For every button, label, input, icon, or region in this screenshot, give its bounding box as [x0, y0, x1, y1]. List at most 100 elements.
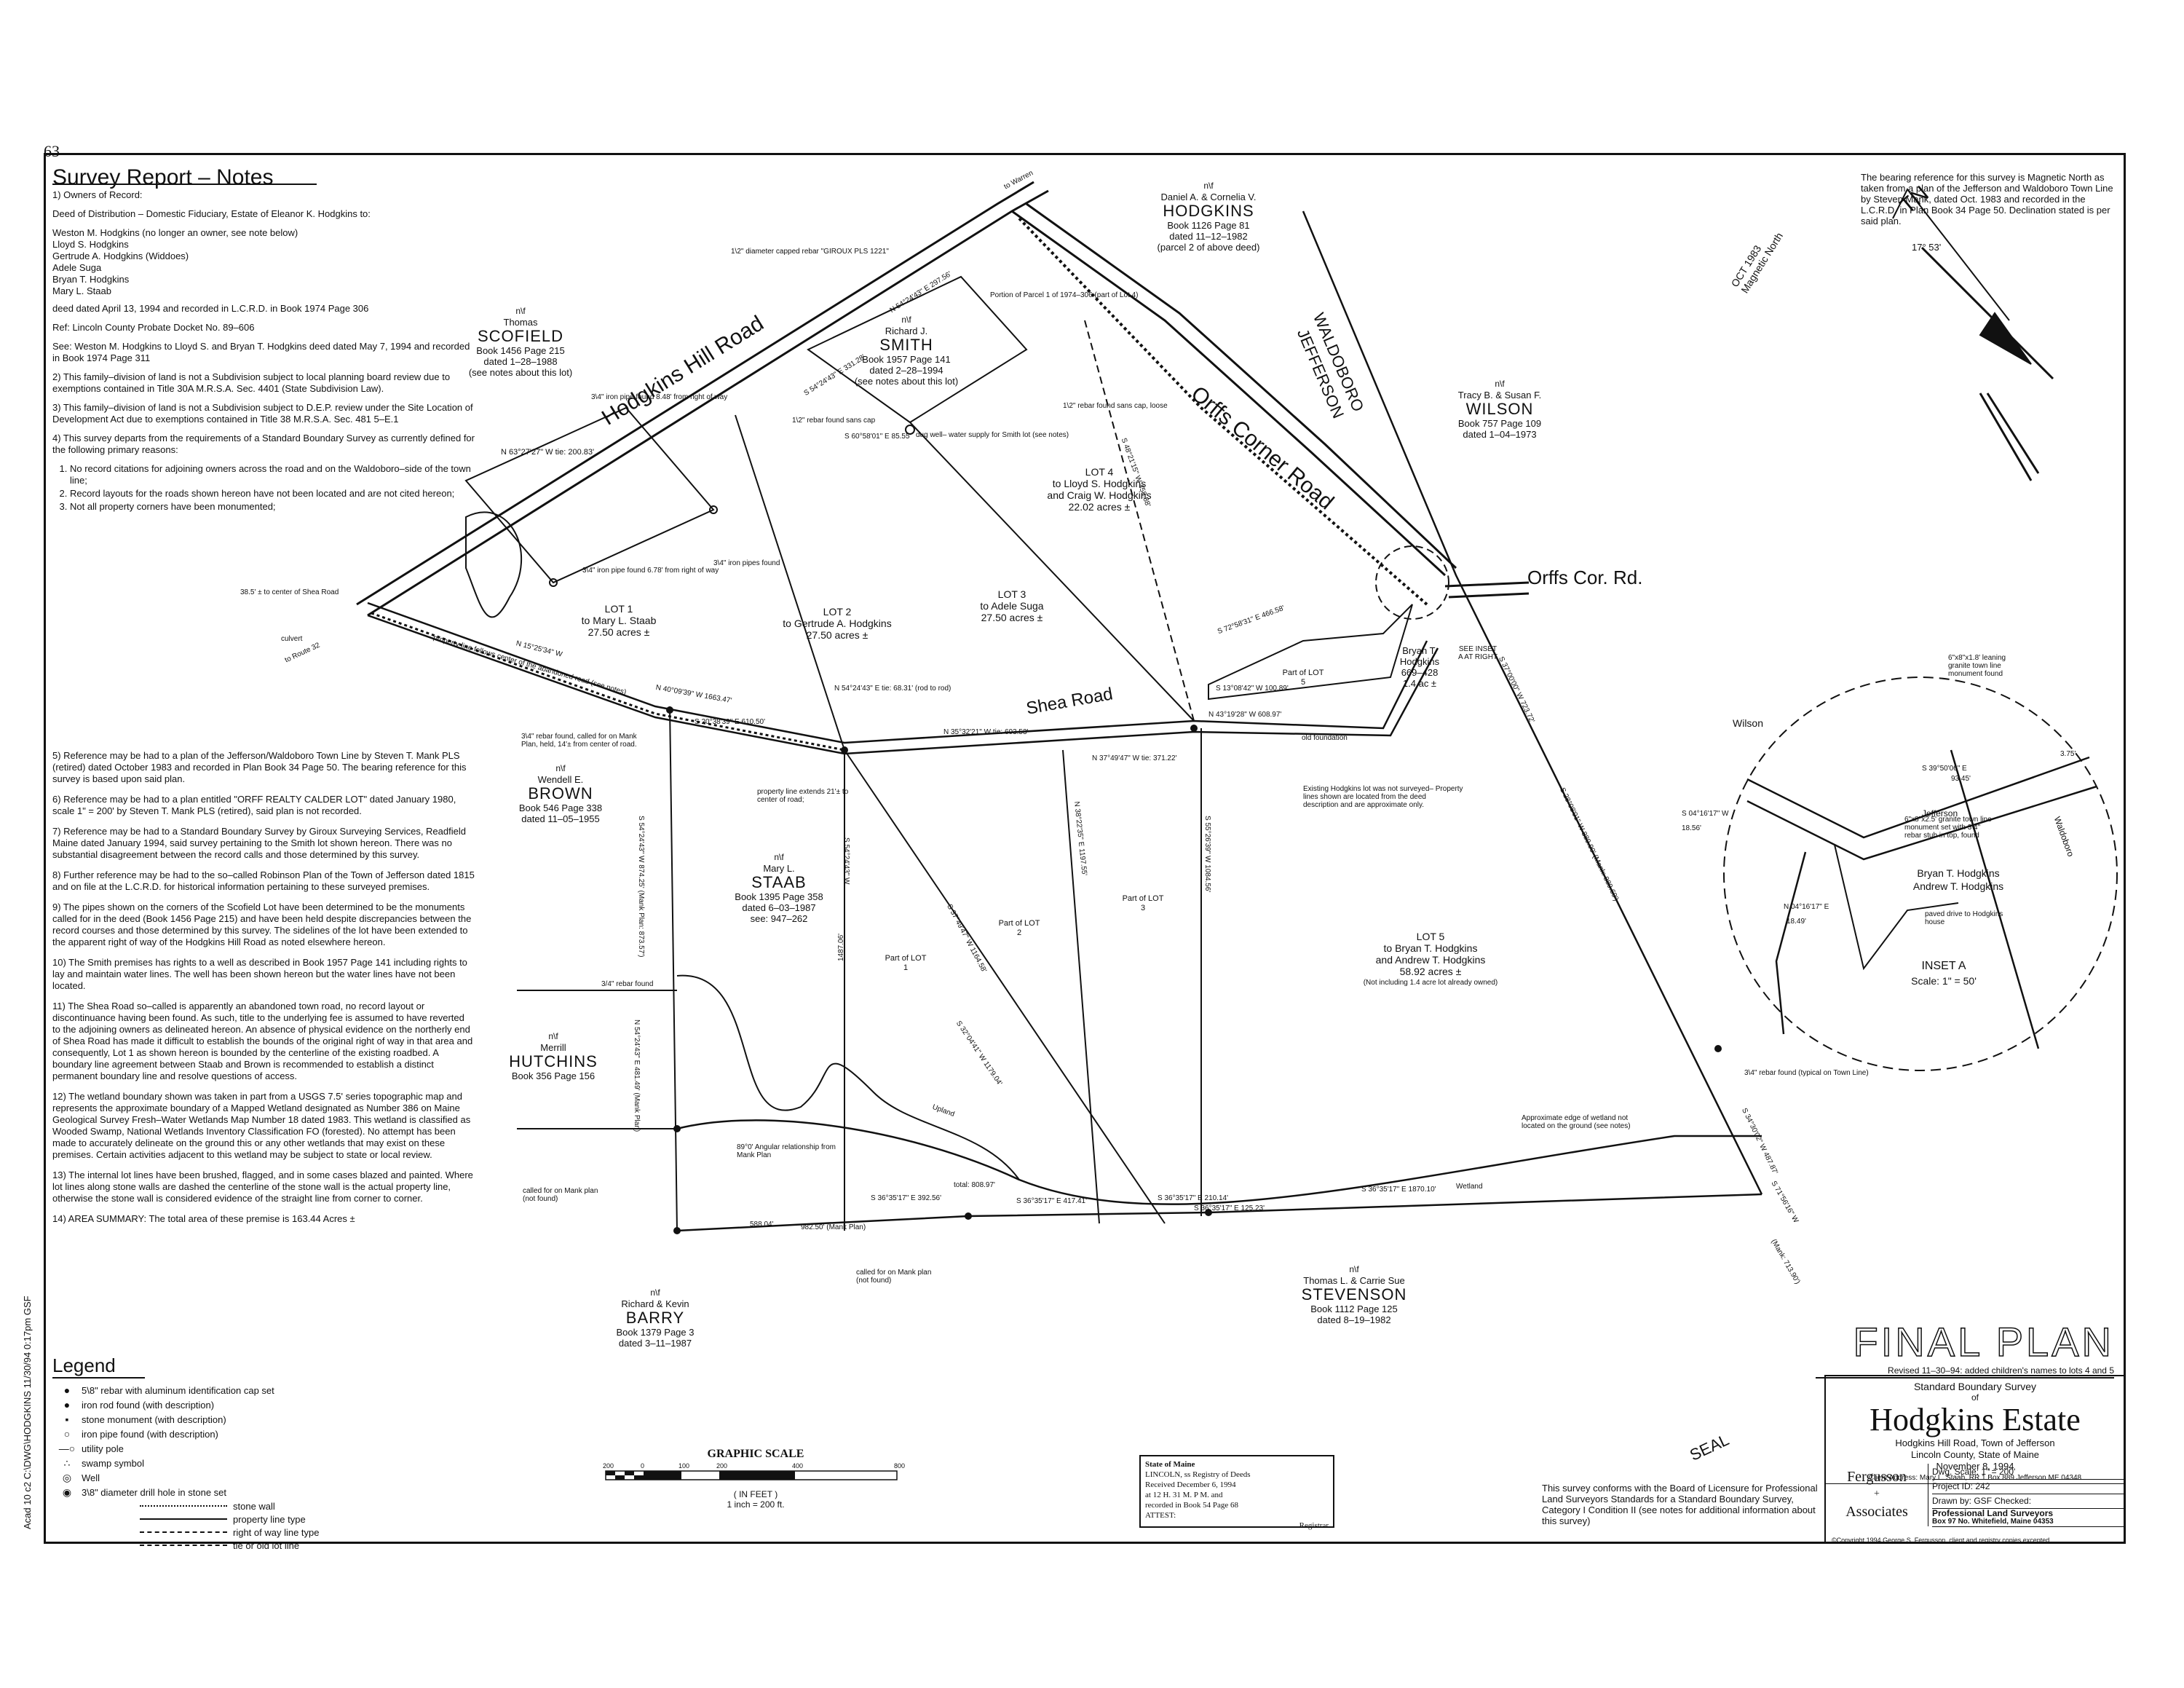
annotation: 89°0' Angular relationship from Mank Pla…: [737, 1143, 836, 1159]
compliance-statement: This survey conforms with the Board of L…: [1542, 1483, 1818, 1526]
owners-list: Weston M. Hodgkins (no longer an owner, …: [52, 227, 475, 297]
lot-line: 27.50 acres ±: [981, 612, 1043, 623]
lot-line-2-3: [909, 422, 1195, 722]
owner-pre: Thomas L. & Carrie Sue: [1303, 1275, 1405, 1286]
location-line-1: Hodgkins Hill Road, Town of Jefferson: [1895, 1437, 2055, 1448]
note-12: 12) The wetland boundary shown was taken…: [52, 1091, 471, 1160]
annotation: 1\2" rebar found sans cap: [792, 417, 876, 425]
bearing-label: S 36°35'17" E 125.23': [1194, 1204, 1265, 1212]
owner-line: Book 546 Page 338: [518, 802, 603, 813]
lot-line: 669–428: [1401, 667, 1439, 678]
stone-monument-icon: ▪: [65, 1413, 69, 1425]
bearing-label: N 37°49'47" W tie: 371.22': [1092, 754, 1177, 762]
rebar-marker-6: [1205, 1209, 1212, 1216]
final-plan-label: FINAL PLAN: [1853, 1318, 2114, 1365]
revised-note: Revised 11–30–94: added children's names…: [1816, 1365, 2114, 1379]
owner-name: SMITH: [879, 336, 933, 354]
road-label-orffs-cor: Orffs Cor. Rd.: [1527, 567, 1643, 588]
owner-line: (see notes about this lot): [854, 376, 959, 387]
registry-county: LINCOLN, ss Registry of Deeds: [1145, 1470, 1251, 1479]
scale-unit: ( IN FEET ): [733, 1489, 778, 1499]
owner-barry: n\f Richard & Kevin BARRY Book 1379 Page…: [590, 1287, 721, 1349]
bearing-label: 982.50' (Mank Plan): [801, 1223, 866, 1231]
owner-item: Weston M. Hodgkins (no longer an owner, …: [52, 227, 298, 238]
inset-road: [1746, 756, 2097, 861]
lot-line: 27.50 acres ±: [806, 629, 869, 641]
owner-scofield: n\f Thomas SCOFIELD Book 1456 Page 215 d…: [451, 306, 590, 378]
inset-note: N 04°16'17" E: [1784, 903, 1829, 911]
owner-pre: Tracy B. & Susan F.: [1457, 390, 1542, 401]
bearing-label: 1487.06': [837, 933, 845, 961]
inset-ref-circle: [1375, 545, 1449, 620]
client-address: Client Address: Mary L. Staab, RR 1 Box …: [1826, 1474, 2124, 1484]
annotation: Portion of Parcel 1 of 1974–306 (part of…: [990, 291, 1139, 299]
note-11: 11) The Shea Road so–called is apparentl…: [52, 1001, 473, 1081]
legend-line-label: tie or old lot line: [233, 1539, 300, 1551]
lot-line: and Craig W. Hodgkins: [1047, 489, 1152, 501]
owner-name: STEVENSON: [1301, 1285, 1407, 1304]
legend-label: stone monument (with description): [82, 1413, 226, 1425]
legend-label: iron rod found (with description): [82, 1399, 215, 1411]
stone-wall-shea: [371, 612, 845, 752]
nf-label: n\f: [1495, 379, 1505, 389]
owner-smith: n\f Richard J. SMITH Book 1957 Page 141 …: [844, 315, 968, 387]
note-4-item: Not all property corners have been monum…: [70, 501, 475, 513]
rebar-marker-3: [1190, 725, 1198, 732]
wetland-boundary: [676, 1119, 1762, 1205]
inset-owners-label: Bryan T. Hodgkins Andrew T. Hodgkins: [1912, 867, 2004, 892]
owner-line: (see notes about this lot): [468, 367, 573, 378]
bearing-label: S 60°58'01" E 85.55': [844, 433, 911, 441]
scofield-lot: [464, 406, 715, 584]
graphic-scale-bar: 200 0 100 200 400 800: [603, 1462, 905, 1480]
owner-brown: n\f Wendell E. BROWN Book 546 Page 338 d…: [495, 763, 626, 824]
survey-notes: Survey Report – Notes 1) Owners of Recor…: [52, 167, 475, 520]
owner-line: Book 1456 Page 215: [476, 345, 565, 356]
pipe-marker-2: [549, 578, 558, 587]
lot-line-3-4: [1084, 320, 1195, 722]
scale-seg: [625, 1471, 634, 1475]
legend-label: 3\8" diameter drill hole in stone set: [82, 1486, 226, 1498]
iron-pipe-icon: ○: [63, 1428, 71, 1440]
scale-tick: 400: [792, 1462, 803, 1470]
bearing-label: S 55°26'39" W 1084.56': [1203, 816, 1211, 893]
property-line-icon: [140, 1518, 227, 1520]
annotation: 1\2" diameter capped rebar "GIROUX PLS 1…: [731, 248, 889, 256]
lot-line: 1.4 ac ±: [1402, 678, 1437, 689]
firm-tagline: Professional Land Surveyors: [1932, 1508, 2054, 1518]
scale-seg: [634, 1475, 644, 1480]
project-id: Project ID: 242: [1932, 1480, 2124, 1494]
owner-pre: Merrill: [540, 1042, 566, 1053]
registry-time: at 12 H. 31 M. P M. and: [1145, 1491, 1223, 1499]
part-lot-1: Part of LOT 1: [885, 954, 927, 972]
lot-line-part2: [1062, 749, 1100, 1224]
shea-road-line: [367, 602, 1428, 744]
plus-icon: +: [1874, 1488, 1880, 1499]
wetland-boundary-lot1: [676, 974, 1020, 1180]
note-10: 10) The Smith premises has rights to a w…: [52, 957, 467, 991]
owner-pre: Richard J.: [885, 326, 928, 336]
owner-item: Adele Suga: [52, 262, 102, 273]
annotation: dug well– water supply for Smith lot (se…: [916, 431, 1069, 439]
bearing-label: N 54°24'43" E 481.49' (Mank Plan): [633, 1019, 641, 1132]
survey-type: Standard Boundary Survey: [1913, 1381, 2037, 1392]
owner-line: (parcel 2 of above deed): [1157, 242, 1260, 253]
owner-line: Book 757 Page 109: [1457, 418, 1542, 429]
lot-line: to Bryan T. Hodgkins: [1383, 942, 1478, 954]
annotation: culvert: [281, 635, 303, 643]
well-icon: ◎: [62, 1471, 72, 1483]
owner-line: Book 1126 Page 81: [1167, 220, 1250, 231]
tie-line-icon: [140, 1545, 227, 1546]
north-arrow-head: [1979, 312, 2032, 365]
registry-received: Received December 6, 1994: [1145, 1480, 1236, 1489]
inset-note: 6"x8"x2.5' granite town line monument se…: [1904, 816, 1992, 840]
lot-line-part: [844, 749, 1166, 1224]
lot-line: Hodgkins: [1399, 656, 1440, 667]
owner-name: STAAB: [751, 873, 807, 891]
note-7: 7) Reference may be had to a Standard Bo…: [52, 826, 466, 860]
legend-row: —○utility pole: [52, 1441, 329, 1456]
bearing-label: 588.04': [750, 1220, 774, 1228]
note-1-ref: Ref: Lincoln County Probate Docket No. 8…: [52, 322, 255, 333]
legend-row: ●5\8" rebar with aluminum identification…: [52, 1383, 329, 1397]
